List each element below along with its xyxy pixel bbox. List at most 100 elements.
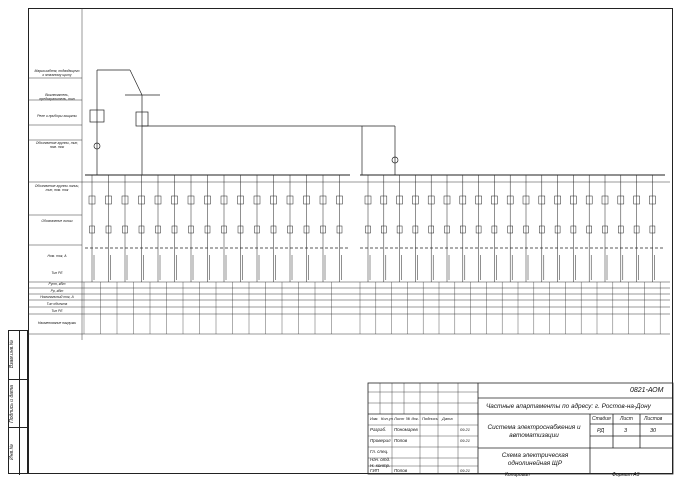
left-header: Марка кабеля, подводящего к этажному щит… bbox=[34, 69, 80, 77]
breaker-symbol bbox=[336, 195, 343, 205]
sheets-total: 30 bbox=[650, 428, 657, 434]
rcd-symbol bbox=[105, 225, 112, 234]
rcd-symbol bbox=[270, 225, 277, 234]
sheet-number: 3 bbox=[624, 428, 628, 434]
rcd-symbol bbox=[188, 225, 194, 234]
breaker-symbol bbox=[138, 195, 145, 205]
sheet-label: Лист bbox=[620, 416, 633, 422]
breaker-symbol bbox=[286, 195, 294, 205]
project-title: Частные апартаменты по адресу: г. Ростов… bbox=[486, 403, 651, 410]
rcd-symbol bbox=[237, 225, 244, 234]
rcd-symbol bbox=[444, 225, 450, 234]
row-label: Руст, кВт bbox=[48, 282, 66, 286]
row-label: Тип РЕ bbox=[51, 309, 63, 313]
breaker-symbol bbox=[506, 195, 514, 205]
signature-role: Гл. спец. bbox=[370, 449, 389, 454]
row-label: Номинальный ток, А bbox=[40, 295, 74, 299]
rcd-symbol bbox=[381, 225, 387, 234]
row-label: Рр, кВт bbox=[50, 289, 64, 293]
row-label: Тип объекта bbox=[46, 302, 68, 306]
signature-role: Разраб. bbox=[370, 427, 387, 432]
row-label: Наименование нагрузки bbox=[37, 321, 77, 325]
rcd-symbol bbox=[460, 225, 466, 234]
breaker-symbol bbox=[554, 195, 561, 205]
rcd-symbol bbox=[649, 225, 656, 234]
signature-date: 09.21 bbox=[460, 427, 471, 432]
sheets-label: Листов bbox=[644, 416, 663, 422]
stage-value: РД bbox=[597, 428, 605, 434]
signature-role: ГИП bbox=[370, 468, 379, 473]
breaker-symbol bbox=[522, 195, 530, 205]
rev-header: Лист bbox=[394, 416, 405, 421]
rcd-symbol bbox=[204, 225, 211, 234]
rev-header: Кол.уч bbox=[381, 416, 393, 421]
breaker-symbol bbox=[253, 195, 261, 205]
rcd-symbol bbox=[336, 225, 343, 234]
rcd-symbol bbox=[491, 225, 498, 234]
rcd-symbol bbox=[320, 225, 326, 234]
breaker-symbol bbox=[220, 195, 228, 205]
breaker-symbol bbox=[364, 195, 372, 205]
left-header: Обозначение линии bbox=[41, 219, 73, 223]
signature-role: Н. контр. bbox=[370, 463, 391, 468]
rcd-symbol bbox=[171, 225, 178, 234]
stage-label: Стадия bbox=[592, 416, 611, 422]
breaker-symbol bbox=[380, 195, 388, 205]
breaker-symbol bbox=[617, 195, 625, 205]
rcd-symbol bbox=[412, 225, 419, 234]
left-header: Выключатель, предохранитель, тип bbox=[39, 93, 75, 101]
breaker-symbol bbox=[396, 195, 403, 205]
copied-label: Копировал bbox=[505, 472, 530, 478]
rev-header: Дата bbox=[442, 416, 453, 421]
rcd-symbol bbox=[554, 225, 561, 234]
drawing-frame bbox=[28, 8, 673, 474]
signature-date: 09.21 bbox=[460, 468, 471, 473]
rcd-symbol bbox=[570, 225, 577, 234]
rcd-symbol bbox=[155, 225, 161, 234]
breaker-symbol bbox=[491, 195, 498, 205]
breaker-symbol bbox=[585, 195, 593, 205]
rcd-symbol bbox=[523, 225, 529, 234]
left-header: Обозначение группы линии, тип, ном. ток bbox=[34, 184, 80, 192]
rcd-symbol bbox=[138, 225, 145, 234]
rcd-symbol bbox=[365, 225, 371, 234]
signature-role: Нач. отд. bbox=[370, 457, 391, 462]
rcd-symbol bbox=[89, 225, 95, 234]
signature-name: Попов bbox=[394, 438, 408, 443]
rcd-symbol bbox=[618, 225, 624, 234]
rev-header: Подпись bbox=[422, 416, 438, 421]
left-header: Реле и приборы защиты bbox=[37, 114, 77, 118]
rcd-symbol bbox=[287, 225, 293, 234]
breaker-symbol bbox=[187, 195, 195, 205]
rcd-symbol bbox=[539, 225, 545, 234]
left-headers: Марка кабеля, подводящего к этажному щит… bbox=[34, 60, 82, 340]
sheet-subtitle: Схема электрическая однолинейная ЩР bbox=[501, 452, 569, 467]
rcd-symbol bbox=[428, 225, 434, 234]
breaker-symbol bbox=[570, 195, 577, 205]
rcd-symbol bbox=[602, 225, 608, 234]
signature-role: Проверил bbox=[370, 438, 391, 443]
breaker-symbol bbox=[633, 195, 640, 205]
rcd-symbol bbox=[254, 225, 260, 234]
breaker-symbol bbox=[459, 195, 467, 205]
breaker-symbol bbox=[475, 195, 482, 205]
sheet-title: Система электроснабжения и автоматизации bbox=[487, 424, 581, 439]
breaker-symbol bbox=[649, 195, 656, 205]
breaker-symbol bbox=[105, 195, 112, 205]
breaker-symbol bbox=[88, 195, 96, 205]
breaker-symbol bbox=[237, 195, 244, 205]
left-header: Ном. ток, А bbox=[47, 254, 67, 258]
signature-date: 09.21 bbox=[460, 438, 471, 443]
signature-name: Пономарев bbox=[394, 427, 418, 432]
rcd-symbol bbox=[221, 225, 227, 234]
breaker-symbol bbox=[121, 195, 129, 205]
signature-name: Попов bbox=[394, 468, 408, 473]
breaker-symbol bbox=[270, 195, 277, 205]
rev-header: № док. bbox=[406, 416, 419, 421]
rcd-symbol bbox=[475, 225, 482, 234]
rcd-symbol bbox=[122, 225, 128, 234]
breaker-symbol bbox=[171, 195, 178, 205]
rcd-symbol bbox=[303, 225, 310, 234]
